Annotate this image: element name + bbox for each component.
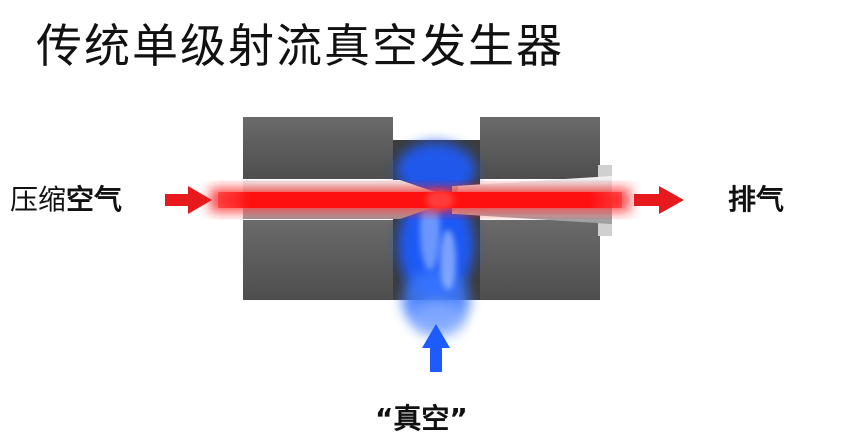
upper-left-block xyxy=(243,117,393,179)
outlet-arrow-icon xyxy=(634,186,684,214)
compressed-air-label-part2: 空气 xyxy=(66,183,123,216)
diagram-title: 传统单级射流真空发生器 xyxy=(36,19,564,73)
compressed-air-flow xyxy=(210,188,630,212)
upper-right-block xyxy=(480,117,600,179)
vacuum-label: “真空” xyxy=(375,402,468,435)
compressed-air-label-part1: 压缩 xyxy=(10,183,67,216)
inlet-arrow-icon xyxy=(165,186,212,214)
vacuum-arrow-icon xyxy=(422,324,450,372)
compressed-air-label: 压缩空气 xyxy=(10,178,122,218)
vacuum-flow xyxy=(396,142,476,338)
lower-left-block xyxy=(243,220,393,300)
exhaust-label: 排气 xyxy=(728,183,785,216)
lower-right-block xyxy=(480,220,600,300)
